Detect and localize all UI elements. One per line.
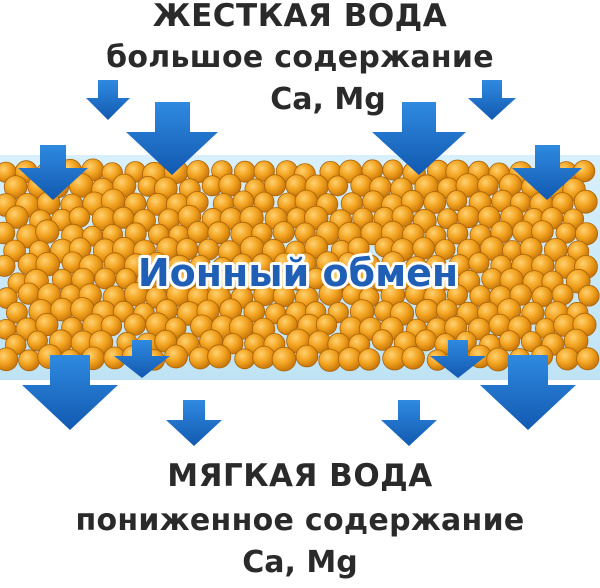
arrow-down-icon: [381, 400, 437, 446]
resin-bead: [543, 237, 568, 262]
resin-bead: [371, 329, 394, 351]
resin-bead: [18, 349, 41, 372]
arrow-down-icon: [372, 102, 466, 175]
resin-bead: [347, 236, 370, 259]
resin-bead: [446, 190, 468, 212]
resin-bead: [252, 345, 276, 369]
resin-bead: [35, 312, 59, 337]
outflow-arrows: [22, 340, 576, 446]
resin-bead: [577, 284, 600, 307]
resin-bead: [357, 348, 381, 371]
arrow-down-icon: [22, 355, 118, 430]
soft-water-title: МЯГКАЯ ВОДА: [167, 458, 433, 494]
resin-bead: [327, 175, 349, 197]
resin-bead: [401, 346, 425, 370]
resin-bead: [5, 205, 29, 229]
arrow-down-icon: [430, 340, 486, 378]
resin-bead: [272, 221, 295, 244]
arrow-down-icon: [468, 80, 516, 120]
arrow-down-icon: [512, 145, 582, 200]
resin-bead: [446, 284, 468, 306]
resin-bead: [477, 205, 501, 229]
resin-bead: [0, 254, 16, 277]
resin-bead: [271, 346, 297, 372]
resin-bead: [434, 238, 456, 260]
inflow-arrows: [18, 80, 582, 200]
resin-bead: [253, 191, 275, 213]
arrow-down-icon: [480, 355, 576, 430]
resin-bead: [382, 159, 404, 181]
resin-beads: [0, 158, 600, 372]
resin-bead: [531, 220, 554, 243]
resin-bead: [576, 347, 600, 371]
arrow-down-icon: [86, 80, 130, 120]
soft-water-subtitle: пониженное содержание: [75, 503, 525, 538]
resin-bead: [207, 221, 231, 245]
resin-bead: [0, 221, 16, 245]
hard-water-subtitle: большое содержание: [106, 40, 494, 75]
resin-bead: [207, 344, 232, 369]
resin-bead: [520, 331, 542, 353]
resin-bead: [35, 219, 60, 244]
resin-bead: [555, 347, 580, 371]
resin-bead: [434, 269, 456, 291]
resin-bead: [295, 344, 319, 368]
arrow-down-icon: [18, 145, 88, 200]
ion-exchange-label: Ионный обмен: [138, 251, 458, 295]
resin-bead: [305, 267, 327, 290]
resin-bead: [234, 348, 256, 370]
resin-bead: [240, 268, 263, 291]
resin-bead: [423, 191, 447, 214]
hard-water-ions: Ca, Mg: [270, 82, 386, 117]
soft-water-ions: Ca, Mg: [242, 545, 358, 580]
resin-bead: [5, 301, 28, 324]
resin-bead: [486, 347, 511, 372]
resin-bead: [251, 253, 274, 276]
hard-water-title: ЖЕСТКАЯ ВОДА: [152, 0, 448, 34]
arrow-down-icon: [126, 102, 218, 175]
resin-bead: [318, 348, 342, 372]
resin-bead: [573, 189, 598, 214]
resin-bead: [243, 300, 266, 323]
resin-bead: [0, 347, 19, 372]
resin-bead: [381, 251, 405, 275]
resin-bead: [468, 252, 490, 274]
resin-bead: [27, 330, 48, 352]
resin-bead: [276, 314, 298, 336]
resin-bead: [498, 330, 521, 352]
arrow-down-icon: [166, 400, 222, 446]
resin-bead: [446, 222, 469, 245]
arrow-down-icon: [114, 340, 170, 378]
resin-bead: [100, 314, 123, 337]
resin-bead: [272, 284, 296, 308]
